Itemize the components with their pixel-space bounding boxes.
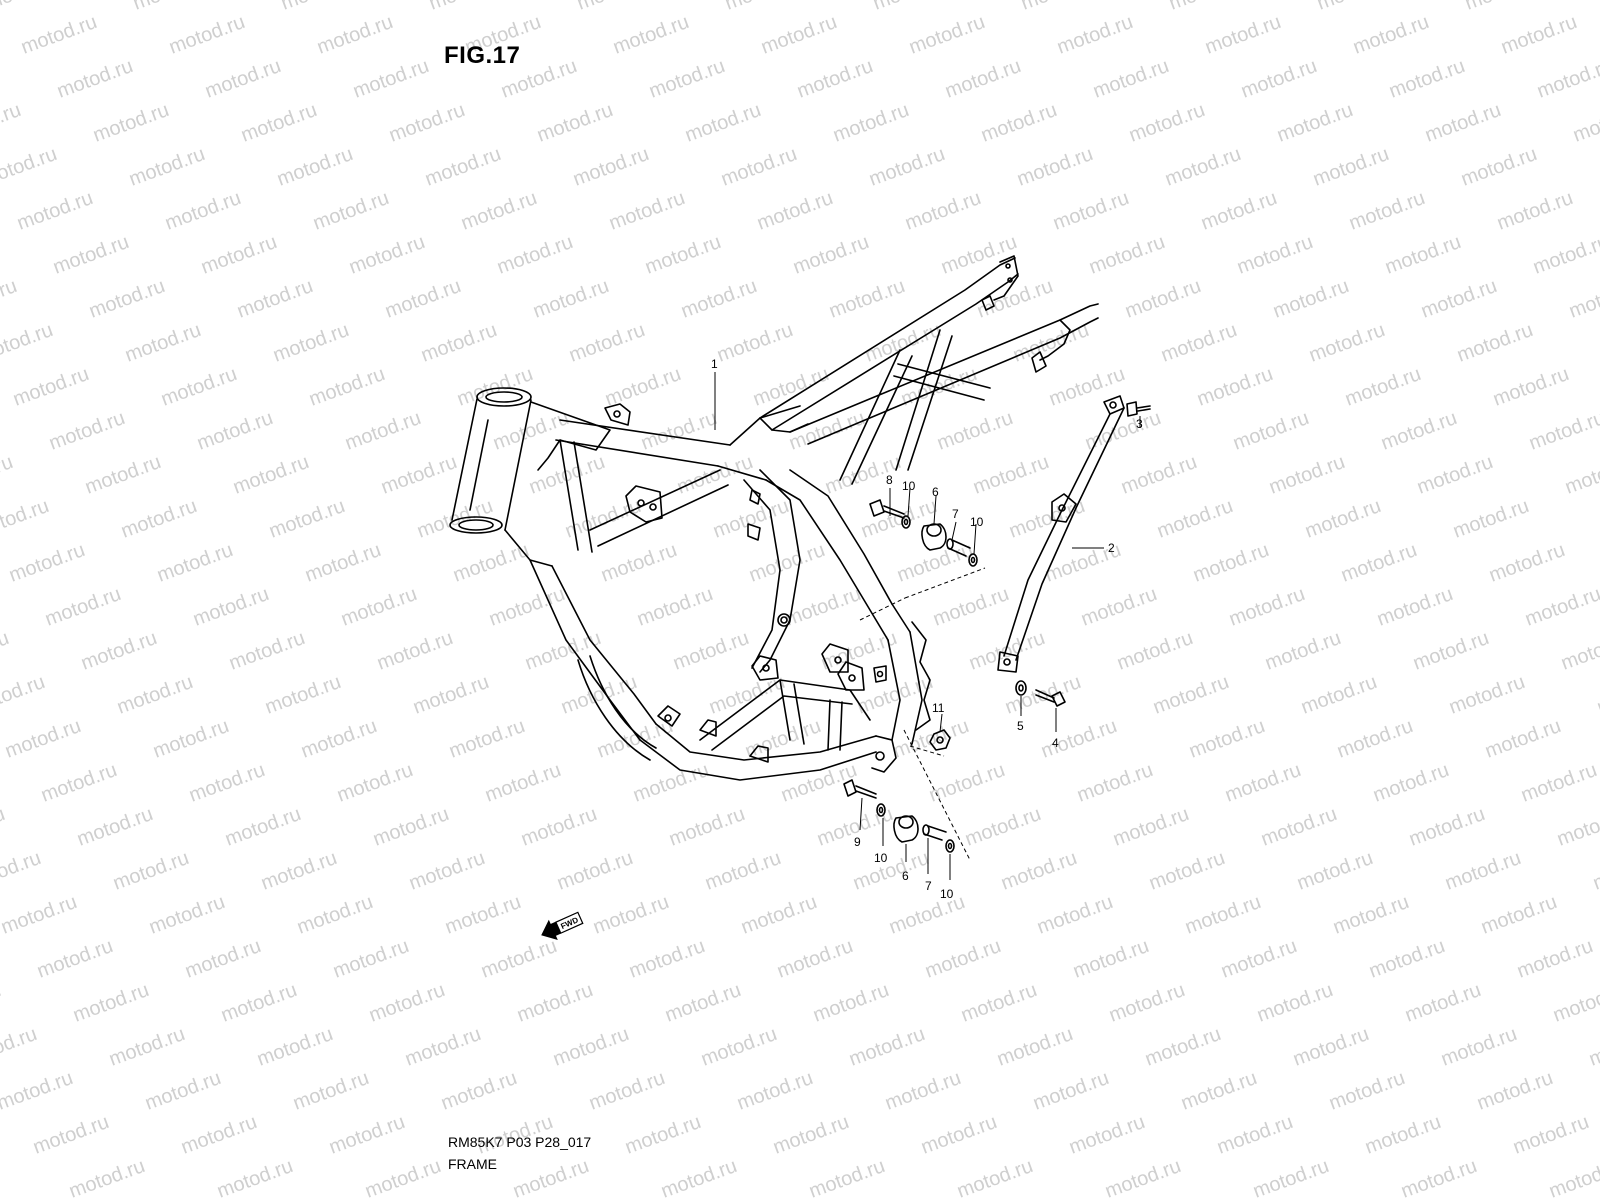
lower-mount-assembly [843,779,955,853]
frame-main-part [449,255,1099,781]
leader-lines [714,372,1141,880]
callout-10-lower-b: 10 [940,887,954,901]
washer-part-5 [1015,680,1027,696]
bolt-part-3 [1126,401,1151,417]
callout-11: 11 [932,701,945,715]
callout-9: 9 [854,835,861,849]
callout-10-upper-a: 10 [902,479,916,493]
fwd-direction-marker: FWD [541,911,584,940]
callout-1: 1 [711,357,718,371]
callout-7-upper: 7 [952,507,959,521]
callout-8: 8 [886,473,893,487]
upper-mount-assembly [869,499,978,567]
callout-10-lower-a: 10 [874,851,888,865]
callout-6-upper: 6 [932,485,939,499]
arrow-left-icon [541,911,584,940]
bolt-part-4 [1035,689,1066,707]
callout-2: 2 [1108,541,1115,555]
callout-4: 4 [1052,736,1059,750]
frame-stay-part [997,395,1125,673]
callout-7-lower: 7 [925,879,932,893]
callout-6-lower: 6 [902,869,909,883]
figure-code: RM85K7 P03 P28_017 [448,1134,592,1150]
figure-name: FRAME [448,1156,497,1172]
callout-3: 3 [1136,417,1143,431]
callout-10-upper-b: 10 [970,515,984,529]
callout-5: 5 [1017,719,1024,733]
nut-part-11 [929,729,951,751]
figure-title: FIG.17 [444,42,521,69]
